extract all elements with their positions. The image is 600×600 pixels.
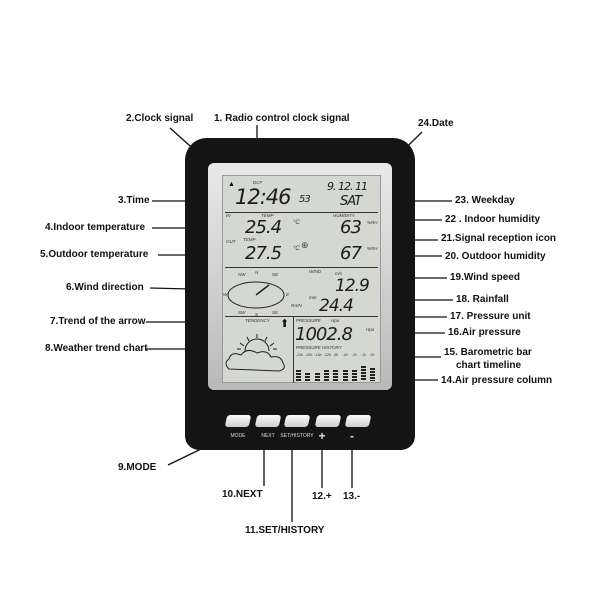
compass-w: W <box>223 292 228 297</box>
timeline-tick: -8h <box>333 353 339 357</box>
humidity-unit: %RH <box>367 220 378 225</box>
callout-radio-clock: 1. Radio control clock signal <box>214 113 350 124</box>
pressure-history-bar <box>351 370 357 381</box>
out-label: OUT <box>226 239 236 244</box>
minus-button[interactable] <box>344 415 372 427</box>
callout-mode: 9.MODE <box>118 462 157 473</box>
humidity-label: HUMIDITY <box>333 213 355 218</box>
callout-indoor-humidity: 22 . Indoor humidity <box>445 214 541 225</box>
callout-next: 10.NEXT <box>222 489 263 500</box>
timeline-tick: -16h <box>314 353 322 357</box>
pressure-history-bar <box>370 368 376 381</box>
callout-pressure-unit: 17. Pressure unit <box>450 311 531 322</box>
callout-signal-icon: 21.Signal reception icon <box>441 233 557 244</box>
compass-ne: NE <box>272 272 279 277</box>
timeline-tick: -2h <box>351 353 357 357</box>
wind-compass <box>227 281 285 309</box>
date-value: 9. 12. 11 <box>327 180 368 193</box>
pressure-history-bar <box>361 366 367 381</box>
callout-trend-arrow: 7.Trend of the arrow <box>50 316 146 327</box>
mode-button[interactable] <box>224 415 252 427</box>
callout-time: 3.Time <box>118 195 150 206</box>
timeline-tick: -4h <box>342 353 348 357</box>
weekday-value: SAT <box>340 194 362 209</box>
rain-label: RAIN <box>291 303 302 308</box>
rainfall: 24.4 <box>319 296 354 316</box>
lcd-display: ▲ DCF 12:46 53 9. 12. 11 SAT IN TEMP HUM… <box>222 175 381 383</box>
outdoor-humidity: 67 <box>340 243 362 264</box>
compass-e: E <box>286 292 290 297</box>
callout-pressure-column: 14.Air pressure column <box>441 375 553 386</box>
set-history-button-label: SET/HISTORY <box>280 433 314 439</box>
air-pressure: 1002.8 <box>295 324 353 345</box>
timeline-tick: -20h <box>305 353 313 357</box>
sun-behind-clouds-icon <box>225 334 285 372</box>
temp-label: TEMP <box>261 213 274 218</box>
next-button[interactable] <box>254 415 282 427</box>
callout-outdoor-humidity: 20. Outdoor humidity <box>445 251 546 262</box>
callout-indoor-temp: 4.Indoor temperature <box>45 222 146 233</box>
compass-sw: SW <box>238 310 246 315</box>
mode-button-label: MODE <box>230 433 246 439</box>
callout-air-pressure: 16.Air pressure <box>448 327 521 338</box>
temp-unit-out: °C <box>293 246 300 252</box>
timeline-tick: -12h <box>323 353 331 357</box>
pressure-history-bar <box>305 372 311 381</box>
plus-button-label: + <box>318 429 326 443</box>
temp-label-out: TEMP <box>243 237 256 242</box>
callout-rainfall: 18. Rainfall <box>456 294 509 305</box>
callout-set-history: 11.SET/HISTORY <box>245 525 325 536</box>
callout-minus: 13.- <box>343 491 361 502</box>
timeline-tick: -24h <box>296 353 304 357</box>
humidity-unit-out: %RH <box>367 246 378 251</box>
outdoor-temperature: 27.5 <box>245 243 282 264</box>
callout-plus: 12.+ <box>312 491 332 502</box>
indoor-temperature: 25.4 <box>245 217 282 238</box>
clock-signal-icon: ▲ <box>228 181 235 188</box>
callout-timeline-1: 15. Barometric bar <box>444 347 532 358</box>
callout-wind-direction: 6.Wind direction <box>66 282 144 293</box>
callout-timeline-2: chart timeline <box>456 360 522 371</box>
next-button-label: NEXT <box>261 433 275 439</box>
wind-speed: 12.9 <box>335 276 370 296</box>
pressure-bar-chart <box>296 364 380 381</box>
set-history-button[interactable] <box>283 415 311 427</box>
pressure-history-bar <box>314 372 320 381</box>
timeline-tick: 0h <box>370 353 375 357</box>
wind-unit: m/s <box>335 271 343 276</box>
compass-se: SE <box>272 310 279 315</box>
plus-button[interactable] <box>314 415 342 427</box>
callout-weather-trend: 8.Weather trend chart <box>45 343 148 354</box>
signal-reception-icon: ⊕ <box>301 240 309 250</box>
pressure-history-bar <box>296 370 301 381</box>
compass-s: S <box>255 312 259 317</box>
seconds-value: 53 <box>299 194 311 205</box>
pressure-history-bar <box>333 370 339 381</box>
timeline-tick: -1h <box>361 353 367 357</box>
in-label: IN <box>226 213 231 218</box>
pressure-label: PRESSURE <box>296 318 321 323</box>
compass-nw: NW <box>238 272 246 277</box>
minus-button-label: - <box>350 429 354 443</box>
callout-wind-speed: 19.Wind speed <box>450 272 520 283</box>
pressure-history-label: PRESSURE HISTORY <box>296 345 342 350</box>
wind-label: WIND <box>309 269 321 274</box>
tendency-label: TENDENCY <box>245 318 270 323</box>
callout-outdoor-temp: 5.Outdoor temperature <box>40 249 149 260</box>
callout-weekday: 23. Weekday <box>455 195 515 206</box>
dcf-label: DCF <box>253 180 263 185</box>
pressure-history-bar <box>323 370 329 381</box>
callout-date: 24.Date <box>418 118 454 129</box>
rain-unit: mm <box>309 295 317 300</box>
callout-clock-signal: 2.Clock signal <box>126 113 194 124</box>
pressure-unit-small: Hpa <box>366 327 375 332</box>
pressure-history-bar <box>342 370 348 381</box>
compass-n: N <box>255 270 259 275</box>
up-arrow-icon: ⬆ <box>280 318 290 330</box>
time-value: 12:46 <box>235 185 292 209</box>
indoor-humidity: 63 <box>340 217 362 238</box>
temp-unit: °C <box>293 220 300 226</box>
pressure-unit: Hpa <box>331 318 340 323</box>
